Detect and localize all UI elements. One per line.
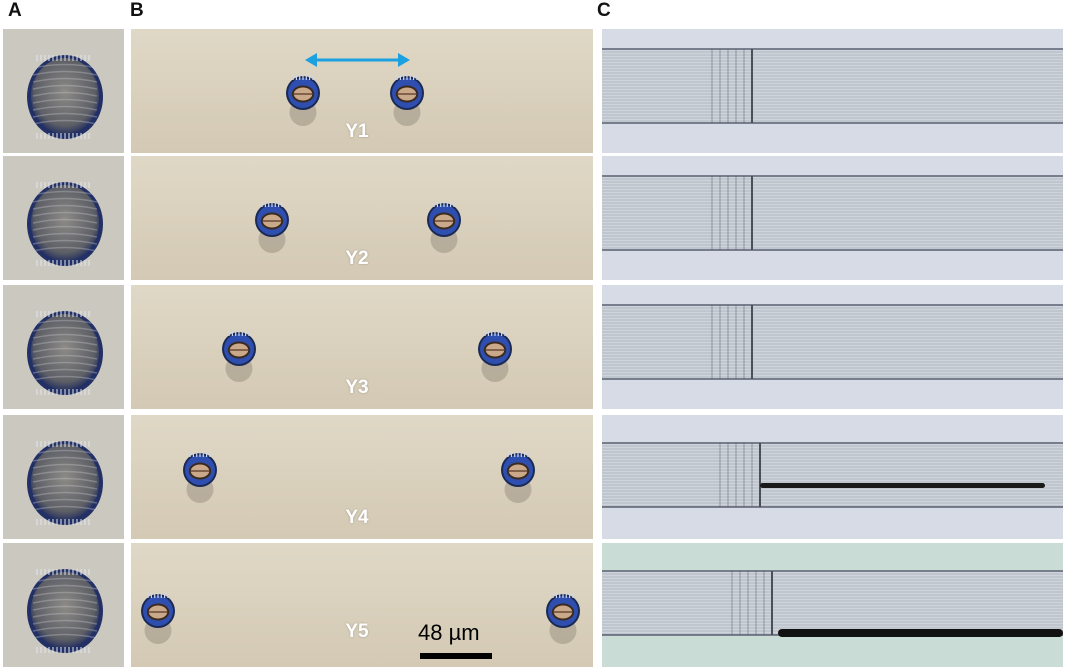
row-label: Y2 [345,248,369,269]
fiber-structure [602,175,1063,251]
circular-hole-icon [27,569,103,653]
circular-hole-icon [183,452,217,503]
fiber-structure [602,442,1063,508]
circular-hole-icon [501,452,535,503]
circular-hole-icon [255,202,289,253]
panel-b-tile: Y5 [131,543,593,667]
circular-hole-icon [390,75,424,126]
panel-b-tile: Y1 [131,29,593,153]
panel-c-tile [602,29,1063,153]
scale-bar-label: 48 µm [418,620,480,645]
panel-a-tile [3,285,124,409]
circular-hole-icon [427,202,461,253]
panel-b-tile: Y2 [131,156,593,280]
fiber-structure [602,570,1063,636]
circular-hole-icon [286,75,320,126]
row-label: Y4 [345,507,369,528]
dark-channel [778,629,1063,637]
panel-a-tile [3,29,124,153]
panel-b-label: B [130,0,144,21]
scale-bar [420,653,492,659]
dark-channel [760,483,1045,488]
panel-a-tile [3,543,124,667]
fiber-structure [602,304,1063,380]
row-label: Y3 [345,377,369,398]
double-headed-arrow-icon [305,53,410,67]
circular-hole-icon [27,311,103,395]
panel-a-label: A [8,0,22,21]
circular-hole-icon [546,593,580,644]
panel-c-tile [602,156,1063,280]
row-label: Y5 [345,621,369,642]
circular-hole-icon [27,55,103,139]
panel-c-tile [602,415,1063,539]
panel-c-tile [602,285,1063,409]
row-label: Y1 [345,121,369,142]
panel-a-tile [3,156,124,280]
circular-hole-icon [478,331,512,382]
panel-a-tile [3,415,124,539]
circular-hole-icon [141,593,175,644]
fiber-structure [602,48,1063,124]
panel-c-label: C [597,0,611,21]
panel-b-tile: Y4 [131,415,593,539]
panel-b-tile: Y3 [131,285,593,409]
circular-hole-icon [27,441,103,525]
panel-c-tile [602,543,1063,667]
circular-hole-icon [222,331,256,382]
circular-hole-icon [27,182,103,266]
